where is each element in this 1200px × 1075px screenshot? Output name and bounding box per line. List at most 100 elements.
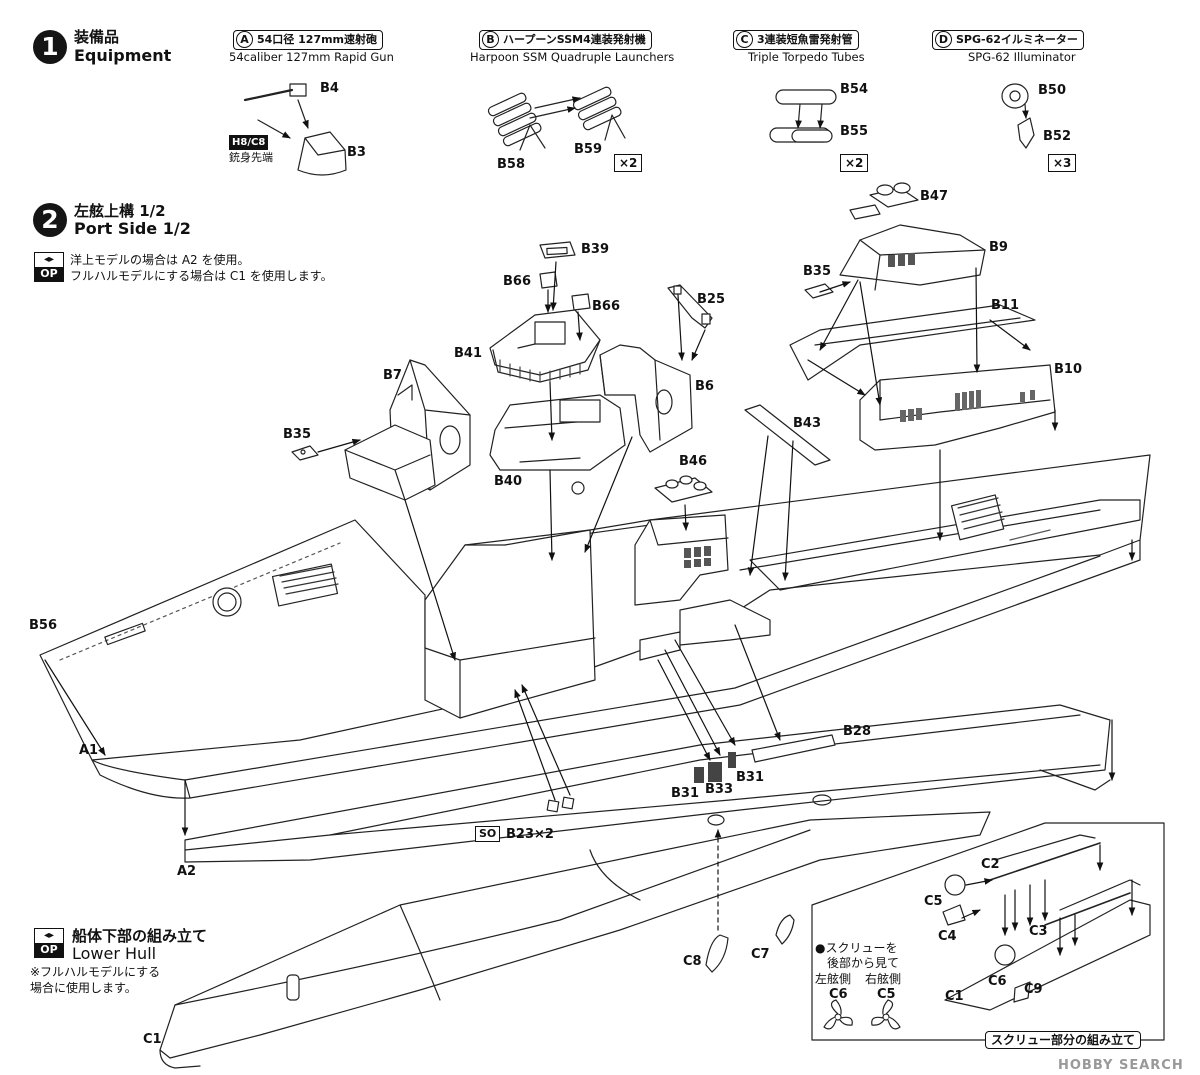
part-label: B28 [843, 724, 871, 739]
part-label: C6 [988, 974, 1007, 989]
equipment-b-box: B ハープーンSSM4連装発射機 [479, 30, 652, 50]
part-label: B4 [320, 81, 339, 96]
watermark-logo: HOBBY SEARCH [1058, 1058, 1184, 1073]
screw-port-label: 左舷側 [815, 972, 852, 986]
step-2-title-ja: 左舷上構 1/2 [74, 202, 166, 220]
equipment-d-name-en: SPG-62 Illuminator [968, 50, 1076, 64]
equipment-b-name-en: Harpoon SSM Quadruple Launchers [470, 50, 675, 64]
equipment-b-letter: B [482, 31, 499, 48]
torpedo-tubes-drawing [769, 89, 837, 143]
part-label: B50 [1038, 83, 1066, 98]
part-label: B9 [989, 240, 1008, 255]
step-1-number: 1 [33, 30, 67, 64]
equipment-a-name-en: 54caliber 127mm Rapid Gun [229, 50, 394, 64]
lower-hull-note: ※フルハルモデルにする 場合に使用します。 [30, 965, 161, 995]
full-hull-c1-drawing [159, 811, 991, 1069]
equipment-d-name-ja: SPG-62イルミネーター [956, 33, 1078, 46]
spg62-drawing [1001, 83, 1035, 149]
part-label: B66 [503, 274, 531, 289]
step-2-note-2: フルハルモデルにする場合は C1 を使用します。 [70, 269, 333, 283]
part-label: B3 [347, 145, 366, 160]
part-b39-drawing [539, 241, 576, 259]
part-b43-drawing [744, 404, 831, 466]
part-label: C1 [945, 989, 964, 1004]
part-label: C5 [877, 987, 896, 1002]
part-label: B55 [840, 124, 868, 139]
lower-hull-title-ja: 船体下部の組み立て [72, 927, 208, 945]
part-label: A2 [177, 864, 197, 879]
equipment-c-box: C 3連装短魚雷発射管 [733, 30, 859, 50]
decal-badge: H8/C8 [229, 135, 269, 150]
part-label: C5 [924, 894, 943, 909]
part-label: B52 [1043, 129, 1071, 144]
gun-b4-drawing [243, 83, 309, 129]
part-label: B59 [574, 142, 602, 157]
lower-hull-title-en: Lower Hull [72, 944, 157, 963]
part-label: B23×2 [506, 827, 554, 842]
part-label: B35 [803, 264, 831, 279]
part-label: C6 [829, 987, 848, 1002]
part-label: B10 [1054, 362, 1082, 377]
part-label: C2 [981, 857, 1000, 872]
equipment-c-name-en: Triple Torpedo Tubes [748, 50, 865, 64]
gun-turret-b3-drawing [257, 119, 347, 176]
so-badge: SO [475, 826, 501, 842]
part-label: C9 [1024, 982, 1043, 997]
option-arrows-icon: ◂▸ [43, 254, 55, 265]
assembly-arrows [44, 261, 1136, 931]
part-label: B40 [494, 474, 522, 489]
part-label: B7 [383, 368, 402, 383]
qty-badge: ×2 [614, 154, 643, 172]
part-label: C3 [1029, 924, 1048, 939]
option-label: OP [35, 267, 63, 281]
part-label: B47 [920, 189, 948, 204]
part-label: C8 [683, 954, 702, 969]
equipment-b-name-ja: ハープーンSSM4連装発射機 [503, 33, 646, 46]
upper-hull-drawing [39, 454, 1151, 799]
part-label: B35 [283, 427, 311, 442]
screw-assembly-box [811, 822, 1165, 1041]
part-b11-drawing [789, 304, 1036, 381]
lower-hull-option-icon: ◂▸ OP [34, 928, 64, 958]
option-icon: ◂▸ OP [34, 252, 64, 282]
part-b41-drawing [489, 309, 601, 383]
part-label: C4 [938, 929, 957, 944]
part-label: B6 [695, 379, 714, 394]
equipment-c-letter: C [736, 31, 753, 48]
decal-note: 銃身先端 [229, 151, 273, 164]
part-label: B39 [581, 242, 609, 257]
part-b9-drawing [839, 182, 986, 291]
equipment-c-name-ja: 3連装短魚雷発射管 [757, 33, 853, 46]
lower-hull-plate-a2-drawing [184, 704, 1111, 863]
part-label: B31 [671, 786, 699, 801]
part-label: B66 [592, 299, 620, 314]
equipment-a-letter: A [236, 31, 253, 48]
part-label: B25 [697, 292, 725, 307]
option-arrows-icon: ◂▸ [43, 930, 55, 941]
step-1-title-ja: 装備品 [74, 28, 120, 46]
part-b46-drawing [654, 475, 713, 503]
option-label: OP [35, 943, 63, 957]
part-label: C1 [143, 1032, 162, 1047]
screw-note-2: 後部から見て [827, 956, 900, 970]
part-label: B11 [991, 298, 1019, 313]
step-2-title-en: Port Side 1/2 [74, 219, 191, 238]
part-label: A1 [79, 743, 99, 758]
screw-starboard-label: 右舷側 [865, 972, 902, 986]
part-label: B56 [29, 618, 57, 633]
step-2-note-1: 洋上モデルの場合は A2 を使用。 [70, 253, 250, 267]
part-label: C7 [751, 947, 770, 962]
part-label: B33 [705, 782, 733, 797]
part-label: B43 [793, 416, 821, 431]
equipment-a-name-ja: 54口径 127mm速射砲 [257, 33, 378, 46]
step-1-title-en: Equipment [74, 46, 172, 65]
part-label: B46 [679, 454, 707, 469]
harpoon-launcher-drawing [487, 86, 626, 151]
screw-box-title: スクリュー部分の組み立て [985, 1031, 1142, 1049]
equipment-d-letter: D [935, 31, 952, 48]
screw-note-1: ●スクリューを [815, 941, 898, 955]
part-label: B31 [736, 770, 764, 785]
part-label: B41 [454, 346, 482, 361]
equipment-d-box: D SPG-62イルミネーター [932, 30, 1084, 50]
